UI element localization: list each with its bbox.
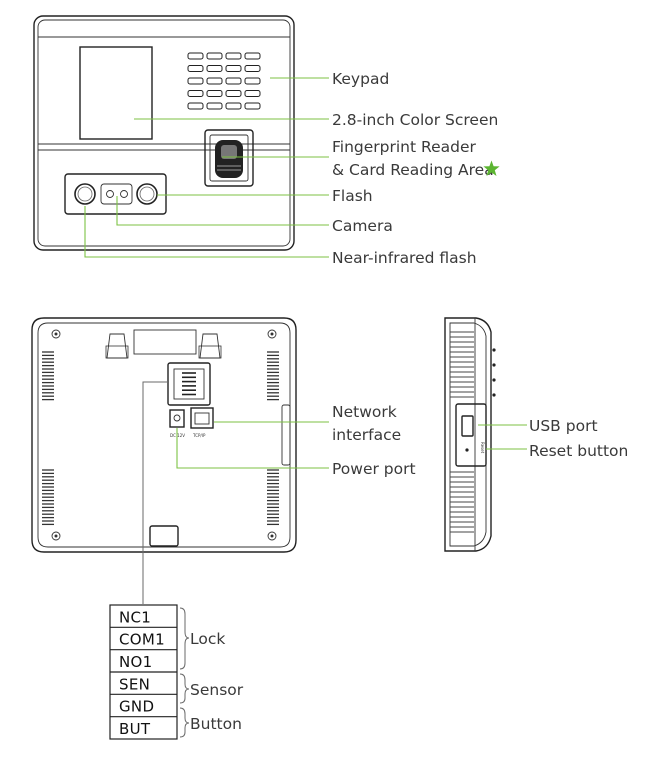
- network-port: TCP/IP: [190, 407, 214, 438]
- terminal-no1: NO1: [119, 653, 152, 671]
- keypad-label: Keypad: [332, 70, 389, 88]
- keypad-key: [206, 65, 223, 72]
- terminal-nc1: NC1: [119, 608, 151, 626]
- network-port-icon-label: TCP/IP: [192, 433, 206, 438]
- keypad-key: [187, 102, 204, 110]
- terminal-sen: SEN: [119, 675, 150, 693]
- keypad-key: [244, 102, 261, 110]
- reset-button-label: Reset button: [529, 442, 628, 460]
- camera-lens: [106, 190, 114, 198]
- power-port: DC 12V: [169, 409, 185, 438]
- vent-slots: [42, 351, 279, 526]
- usb-port-label: USB port: [529, 417, 598, 435]
- keypad-key: [206, 77, 223, 85]
- camera-label: Camera: [332, 217, 393, 235]
- star-icon: [483, 160, 500, 176]
- mount-hook-left: [105, 333, 129, 359]
- keypad-key: [225, 65, 242, 72]
- terminal-com1: COM1: [119, 631, 165, 649]
- nir-flash-label: Near-infrared flash: [332, 249, 477, 267]
- keypad-key: [206, 90, 223, 97]
- camera-module: [64, 173, 167, 215]
- nir-lens: [120, 190, 128, 198]
- keypad-key: [225, 90, 242, 97]
- keypad-key: [187, 77, 204, 85]
- fingerprint-label-line1: Fingerprint Reader: [332, 138, 476, 156]
- screw-holes: [51, 329, 277, 541]
- terminal-gnd: GND: [119, 698, 154, 716]
- flash-right: [136, 183, 158, 205]
- terminal-connector: [167, 362, 211, 406]
- keypad-key: [187, 52, 204, 60]
- group-braces: [179, 607, 190, 738]
- cable-exit: [149, 525, 179, 547]
- keypad-key: [187, 65, 204, 72]
- fingerprint-label-line2: & Card Reading Area: [332, 161, 494, 179]
- keypad-key: [244, 90, 261, 97]
- keypad-key: [225, 77, 242, 85]
- color-screen: [79, 46, 153, 140]
- usb-port-recess: [455, 403, 487, 467]
- terminal-but: BUT: [119, 720, 151, 738]
- keypad-key: [244, 65, 261, 72]
- flash-label: Flash: [332, 187, 373, 205]
- keypad-key: [206, 102, 223, 110]
- keypad-key: [244, 52, 261, 60]
- keypad: [187, 52, 261, 110]
- reset-button: [465, 448, 469, 452]
- usb-port: [461, 415, 474, 437]
- side-slot: [281, 404, 291, 466]
- keypad-key: [225, 52, 242, 60]
- keypad-key: [206, 52, 223, 60]
- fingerprint-reader: [204, 129, 254, 187]
- lock-group-label: Lock: [190, 630, 225, 648]
- keypad-key: [244, 77, 261, 85]
- reset-mark: Reset: [480, 442, 485, 454]
- flash-left: [74, 183, 96, 205]
- power-port-label: Power port: [332, 460, 416, 478]
- sensor-group-label: Sensor: [190, 681, 244, 699]
- screen-label: 2.8-inch Color Screen: [332, 111, 498, 129]
- keypad-key: [187, 90, 204, 97]
- power-port-icon-label: DC 12V: [170, 433, 185, 438]
- rear-view: DC 12V TCP/IP: [31, 317, 329, 604]
- button-group-label: Button: [190, 715, 242, 733]
- front-view: [33, 15, 329, 258]
- mount-hook-right: [198, 333, 222, 359]
- keypad-key: [225, 102, 242, 110]
- network-label-line1: Network: [332, 403, 397, 421]
- side-view: Reset: [444, 317, 527, 552]
- network-label-line2: interface: [332, 426, 401, 444]
